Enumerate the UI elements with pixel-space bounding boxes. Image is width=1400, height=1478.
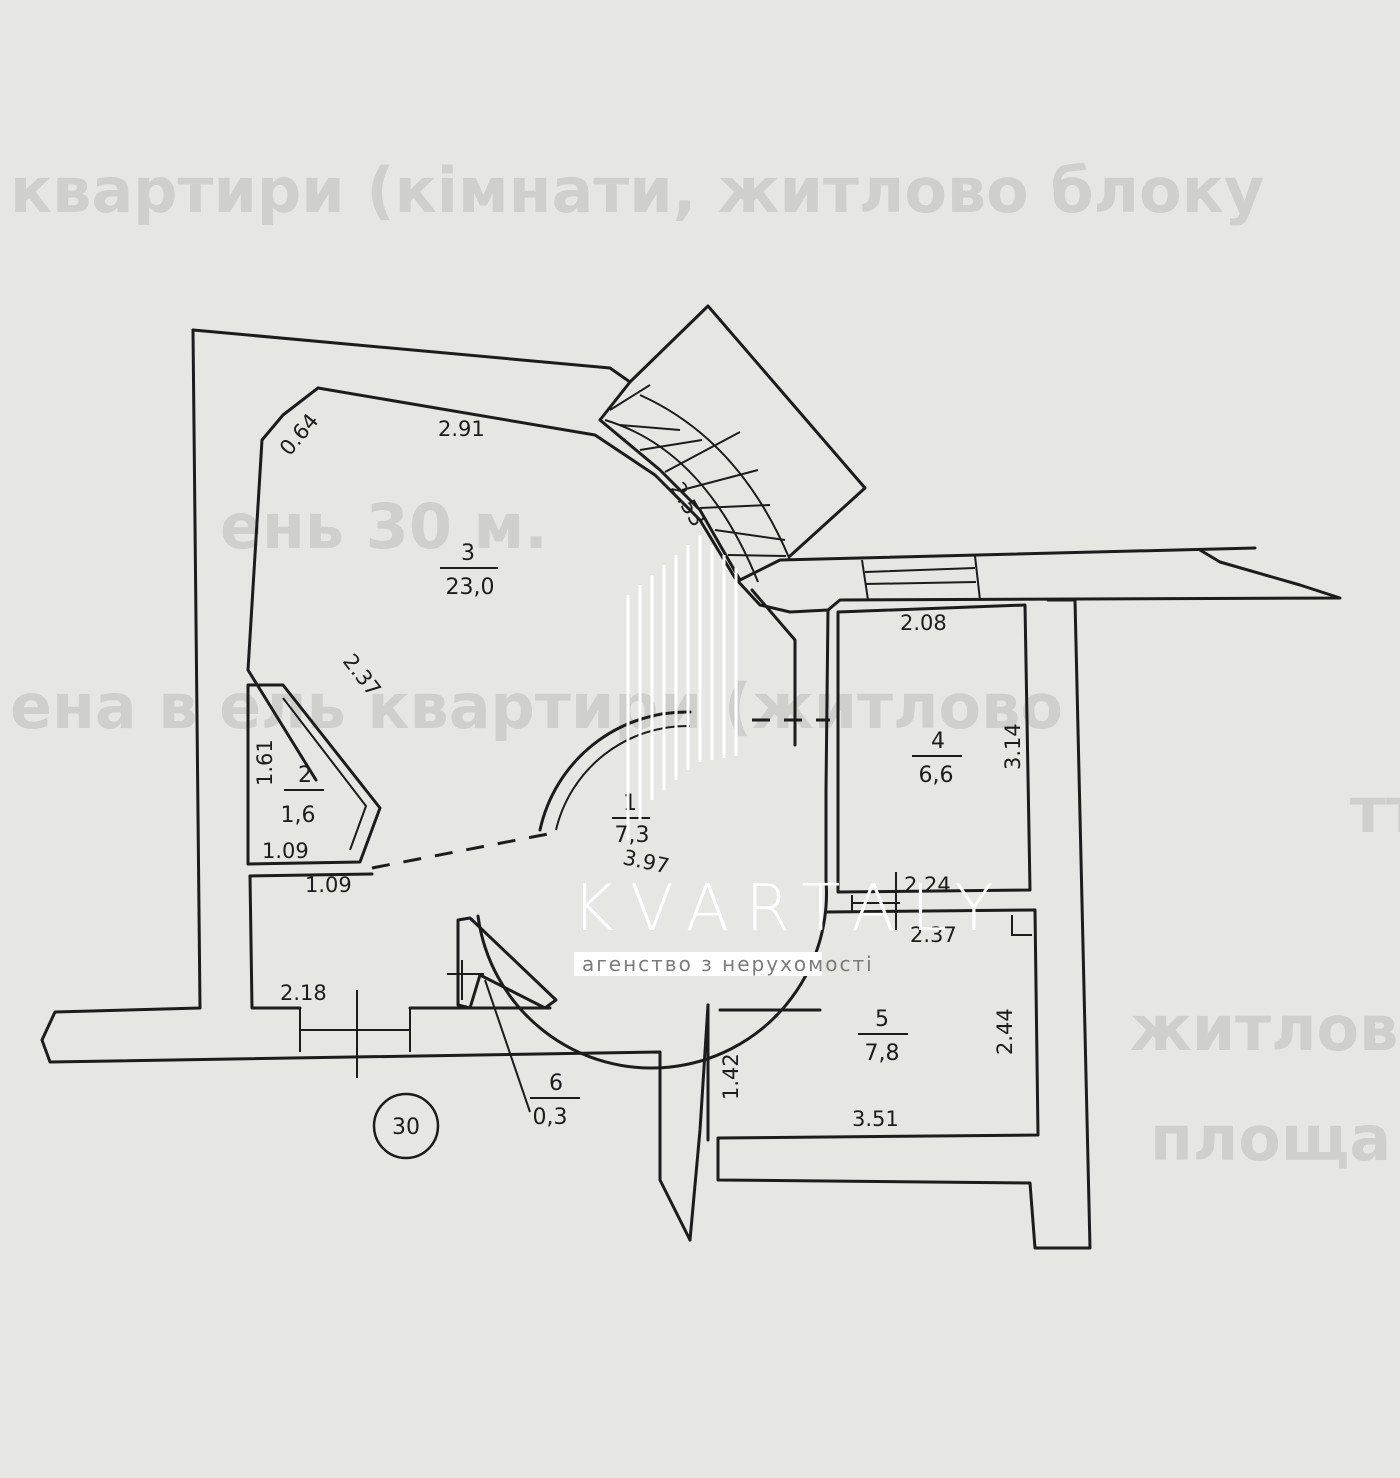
right-corridor-wall [826, 548, 1342, 612]
room-number: 6 [549, 1071, 563, 1096]
watermark-tagline: агенство з нерухомості [582, 952, 874, 976]
room-number: 3 [461, 541, 475, 566]
dimension-label: 3.14 [1001, 723, 1025, 770]
room-labels: 3 23,0 2 1,6 1 7,3 4 6,6 5 7,8 6 0,3 [281, 541, 962, 1130]
room-1-lower-wall [248, 872, 374, 878]
room-1-arc-inner [555, 724, 691, 831]
dimension-label: 1.42 [719, 1053, 743, 1100]
door-stop-6 [447, 960, 484, 1000]
room-area: 7,8 [865, 1041, 900, 1066]
room-number: 5 [875, 1007, 889, 1032]
room-1-arc-wall [538, 710, 692, 832]
background-text-line: площа [1150, 1102, 1391, 1175]
outer-wall [191, 328, 1257, 582]
balcony-window-right [861, 555, 981, 601]
plan-number-badge: 30 [372, 1092, 440, 1160]
room-5-corner [1011, 915, 1032, 936]
room-5-left-wall [688, 1003, 710, 1242]
room-label-3: 3 23,0 [440, 541, 498, 600]
background-text-line: ена в ель квартири (житлово [10, 670, 1063, 743]
room-4-wall [836, 603, 1032, 894]
room-number: 4 [931, 729, 945, 754]
entry-wall [248, 874, 552, 1010]
room-area: 7,3 [615, 823, 650, 848]
dimension-label: 2.44 [993, 1008, 1017, 1055]
door-swing-6 [484, 979, 531, 1113]
room-2-inner-wall [282, 697, 368, 851]
room-label-2: 2 1,6 [281, 763, 324, 828]
dimension-label: 2.18 [280, 981, 327, 1005]
plan-number-circle [372, 1092, 440, 1160]
room-number: 2 [298, 763, 312, 788]
room-area: 1,6 [281, 803, 316, 828]
room-label-1: 1 7,3 [612, 791, 650, 848]
watermark-brand: KVARTALY [572, 872, 1009, 946]
balcony-window [609, 384, 787, 557]
room-number: 1 [623, 791, 637, 816]
balcony-window-arc [604, 394, 791, 583]
dimension-label: 2.24 [904, 873, 951, 897]
door-room-1 [750, 588, 797, 747]
dimension-label: 1.09 [305, 873, 352, 897]
room-6-wall [456, 916, 558, 1010]
room-area: 0,3 [533, 1105, 568, 1130]
room-label-5: 5 7,8 [858, 1007, 908, 1066]
room-label-4: 4 6,6 [912, 729, 962, 788]
room-label-6: 6 0,3 [530, 1071, 580, 1130]
background-text: квартири (кімнати, житлово блоку ень 30 … [10, 154, 1400, 1175]
room-2-wall [246, 683, 382, 866]
background-text-line: ень 30 м. [220, 490, 548, 563]
dimension-label: 2.91 [438, 417, 485, 441]
walls [40, 304, 1342, 1250]
door-room-5 [851, 872, 900, 930]
dimension-label: 2.08 [900, 611, 947, 635]
dimension-label: 3.51 [852, 1107, 899, 1131]
room-area: 6,6 [919, 763, 954, 788]
balcony-wall [628, 304, 867, 558]
dimension-label: 1.09 [262, 839, 309, 863]
outer-wall-left [40, 328, 692, 1242]
opening-room-2 [371, 832, 549, 870]
room-area: 23,0 [446, 575, 495, 600]
room-3-wall-left [246, 386, 320, 782]
entry-door [299, 990, 411, 1078]
dimension-labels: 0.64 2.91 2.53 2.08 2.37 3.14 1.61 1.09 … [253, 409, 1025, 1131]
room-3-wall [316, 386, 830, 882]
right-outer-wall [716, 598, 1092, 1250]
watermark-tagline-bg [574, 952, 822, 976]
watermark-logo: KVARTALY агенство з нерухомості [572, 535, 1009, 976]
dimension-label: 1.61 [253, 739, 277, 786]
plan-number: 30 [392, 1115, 420, 1140]
background-text-line: тт [1350, 774, 1400, 847]
logo-bars-icon [626, 535, 738, 840]
background-text-line: квартири (кімнати, житлово блоку [10, 154, 1264, 227]
background-text-line: житлова [1130, 992, 1400, 1065]
dimension-label: 2.37 [910, 923, 957, 947]
